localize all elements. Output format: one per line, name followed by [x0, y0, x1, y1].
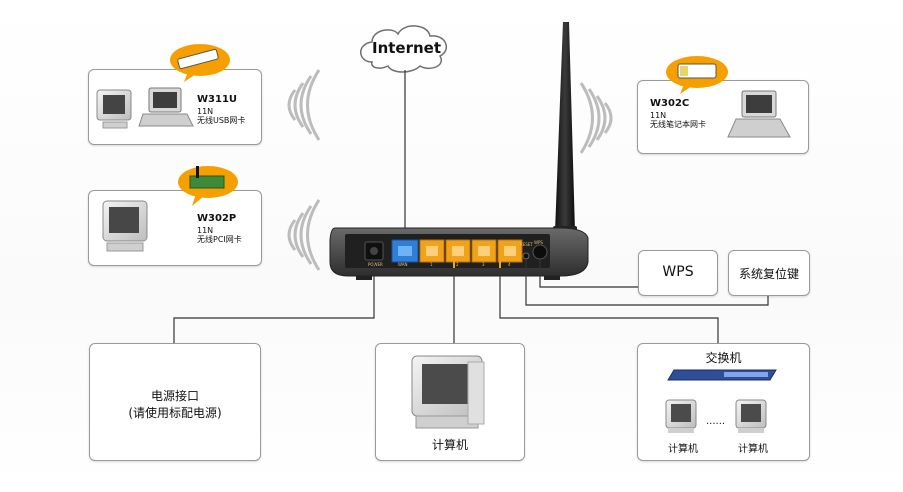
card-w302p-line2: 无线PCI网卡	[197, 235, 242, 244]
laptop-icon	[727, 90, 791, 138]
internet-cloud-icon	[360, 25, 448, 73]
card-w311u-line1: 11N	[197, 107, 214, 116]
usb-adapter-badge-icon	[170, 44, 230, 82]
power-label-line2: (请使用标配电源)	[128, 406, 222, 420]
card-w302c-line2: 无线笔记本网卡	[650, 120, 706, 129]
computer-box: 计算机	[375, 343, 525, 461]
pci-adapter-badge-icon	[178, 166, 238, 206]
power-label-line1: 电源接口	[150, 389, 199, 403]
wifi-waves-right-icon	[579, 82, 613, 154]
computer-icon	[411, 355, 485, 429]
wps-box: WPS	[638, 250, 718, 296]
laptop-adapter-badge-icon	[666, 56, 728, 94]
switch-box: 交换机 计算机 ...... 计算机	[637, 343, 810, 461]
router-icon	[329, 227, 589, 280]
port-label-reset: RESET	[520, 242, 533, 247]
connection-lines	[173, 260, 769, 343]
switch-title: 交换机	[705, 351, 742, 365]
wifi-waves-left-top-icon	[287, 69, 321, 141]
switch-dots: ......	[706, 416, 726, 427]
reset-label: 系统复位键	[738, 267, 799, 281]
desktop-pc-icon	[102, 200, 148, 252]
port-label-wps: WPS	[534, 240, 543, 245]
port-label-power: POWER	[368, 262, 383, 267]
antenna-icon	[553, 22, 577, 238]
card-w302c-title: W302C	[650, 98, 690, 109]
card-w311u-title: W311U	[197, 94, 238, 105]
port-label-wan: WAN	[398, 262, 407, 267]
card-w302p: W302P 11N 无线PCI网卡	[88, 190, 262, 266]
card-w302p-title: W302P	[197, 213, 237, 224]
port-label-4: 4	[508, 262, 511, 267]
switch-icon	[665, 369, 777, 433]
power-box: 电源接口 (请使用标配电源)	[89, 343, 261, 461]
card-w311u-line2: 无线USB网卡	[197, 116, 246, 125]
port-labels: POWER WAN 1 2 3 4 RESET WPS	[368, 240, 543, 267]
desktop-laptop-icon	[96, 87, 194, 129]
port-label-2: 2	[456, 262, 459, 267]
switch-pc-right-label: 计算机	[738, 444, 768, 455]
reset-box: 系统复位键	[728, 250, 810, 296]
port-label-3: 3	[482, 262, 485, 267]
computer-label: 计算机	[431, 438, 468, 452]
switch-pc-left-icon	[665, 399, 697, 433]
card-w302c-line1: 11N	[650, 111, 667, 120]
wps-label: WPS	[662, 264, 694, 280]
switch-pc-right-icon	[735, 399, 767, 433]
card-w302p-line1: 11N	[197, 226, 214, 235]
wifi-waves-left-bottom-icon	[287, 199, 321, 271]
card-w311u: W311U 11N 无线USB网卡	[88, 69, 262, 145]
switch-pc-left-label: 计算机	[668, 444, 698, 455]
port-label-1: 1	[430, 262, 433, 267]
card-w302c: W302C 11N 无线笔记本网卡	[637, 80, 809, 154]
internet-label: Internet	[372, 39, 442, 57]
